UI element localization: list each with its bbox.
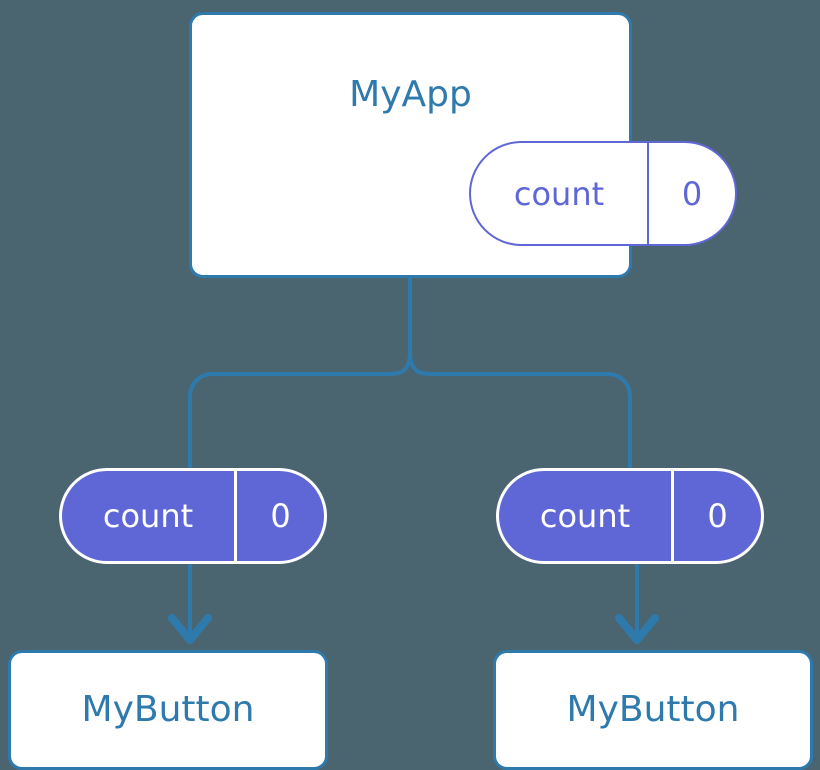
arrow-head-left xyxy=(168,614,212,644)
arrow-head-right xyxy=(615,614,659,644)
component-title-myapp: MyApp xyxy=(349,74,472,115)
component-title-mybutton: MyButton xyxy=(81,689,255,730)
state-value-label: 0 xyxy=(270,497,291,535)
component-card-mybutton-right[interactable]: MyButton xyxy=(493,650,813,770)
state-key-label: count xyxy=(471,143,649,244)
state-value-label: 0 xyxy=(707,497,728,535)
state-key-label: count xyxy=(62,471,237,561)
component-title-mybutton: MyButton xyxy=(566,689,740,730)
state-pill-child-left[interactable]: count 0 xyxy=(59,468,327,564)
state-value-label: 0 xyxy=(681,174,703,213)
component-card-myapp[interactable]: MyApp count 0 xyxy=(189,12,737,278)
state-pill-root[interactable]: count 0 xyxy=(469,141,737,246)
state-pill-child-right[interactable]: count 0 xyxy=(496,468,764,564)
state-key-label: count xyxy=(499,471,674,561)
component-card-mybutton-left[interactable]: MyButton xyxy=(8,650,328,770)
